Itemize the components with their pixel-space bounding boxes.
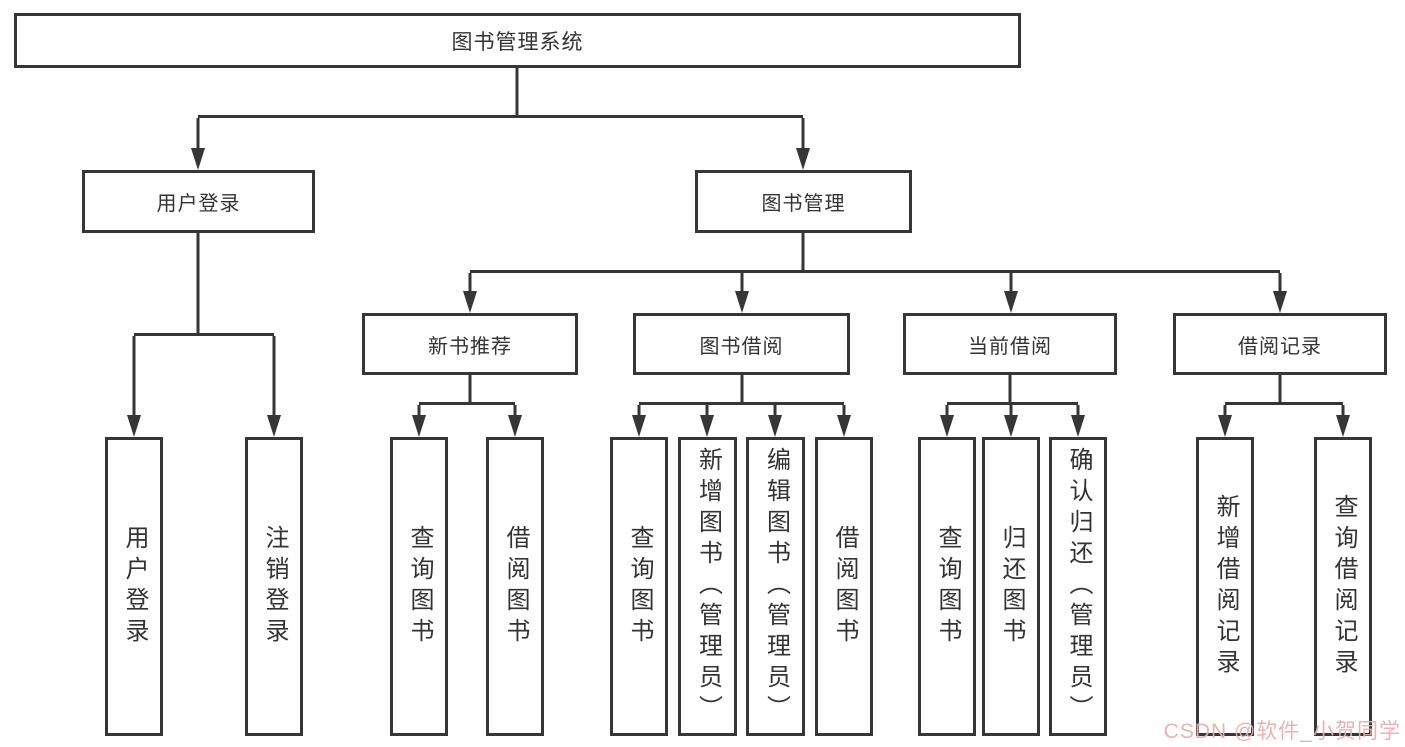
leaf-edit-books-admin: 编辑图书（管理员） bbox=[746, 437, 805, 736]
arrowheads bbox=[127, 148, 1350, 437]
leaf-logout: 注销登录 bbox=[245, 437, 303, 736]
node-label: 新书推荐 bbox=[428, 335, 512, 358]
node-label: 查询图书 bbox=[934, 524, 961, 649]
node-label: 用户登录 bbox=[156, 193, 241, 215]
node-label: 用户登录 bbox=[121, 524, 148, 649]
node-book-management: 图书管理 bbox=[695, 170, 912, 233]
leaf-add-books-admin: 新增图书（管理员） bbox=[678, 437, 737, 736]
node-label: 归还图书 bbox=[998, 524, 1025, 649]
node-user-login: 用户登录 bbox=[82, 170, 315, 233]
node-label: 新增借阅记录 bbox=[1212, 493, 1239, 680]
node-label: 借阅图书 bbox=[831, 524, 858, 649]
node-label: 当前借阅 bbox=[968, 335, 1052, 358]
leaf-query-books-borrow: 查询图书 bbox=[610, 437, 668, 736]
node-book-borrowing: 图书借阅 bbox=[633, 313, 850, 375]
node-label: 借阅图书 bbox=[502, 524, 529, 649]
node-borrowing-records: 借阅记录 bbox=[1173, 313, 1387, 375]
leaf-add-borrow-record: 新增借阅记录 bbox=[1196, 437, 1254, 736]
node-new-book-recommend: 新书推荐 bbox=[362, 313, 578, 375]
leaf-borrow-books-newbook: 借阅图书 bbox=[486, 437, 544, 736]
node-label: 编辑图书（管理员） bbox=[762, 447, 790, 726]
leaf-return-books: 归还图书 bbox=[982, 437, 1040, 736]
node-label: 新增图书（管理员） bbox=[694, 447, 722, 726]
leaf-query-books-newbook: 查询图书 bbox=[390, 437, 448, 736]
node-current-borrowing: 当前借阅 bbox=[903, 313, 1117, 375]
node-label: 查询借阅记录 bbox=[1330, 493, 1357, 680]
leaf-confirm-return-admin: 确认归还（管理员） bbox=[1049, 437, 1107, 736]
node-library-management-system: 图书管理系统 bbox=[14, 13, 1021, 68]
node-label: 查询图书 bbox=[626, 524, 653, 649]
leaf-user-login: 用户登录 bbox=[105, 437, 163, 736]
node-label: 图书管理 bbox=[761, 193, 846, 215]
node-label: 图书管理系统 bbox=[451, 30, 584, 54]
node-label: 借阅记录 bbox=[1238, 335, 1322, 358]
node-label: 查询图书 bbox=[406, 524, 433, 649]
leaf-query-borrow-record: 查询借阅记录 bbox=[1314, 437, 1372, 736]
node-label: 图书借阅 bbox=[699, 335, 784, 358]
node-label: 注销登录 bbox=[261, 524, 288, 649]
leaf-borrow-books: 借阅图书 bbox=[815, 437, 873, 736]
csdn-watermark: CSDN @软件_小贺同学 bbox=[1163, 720, 1401, 743]
node-label: 确认归还（管理员） bbox=[1065, 447, 1092, 726]
leaf-query-books-current: 查询图书 bbox=[918, 437, 976, 736]
